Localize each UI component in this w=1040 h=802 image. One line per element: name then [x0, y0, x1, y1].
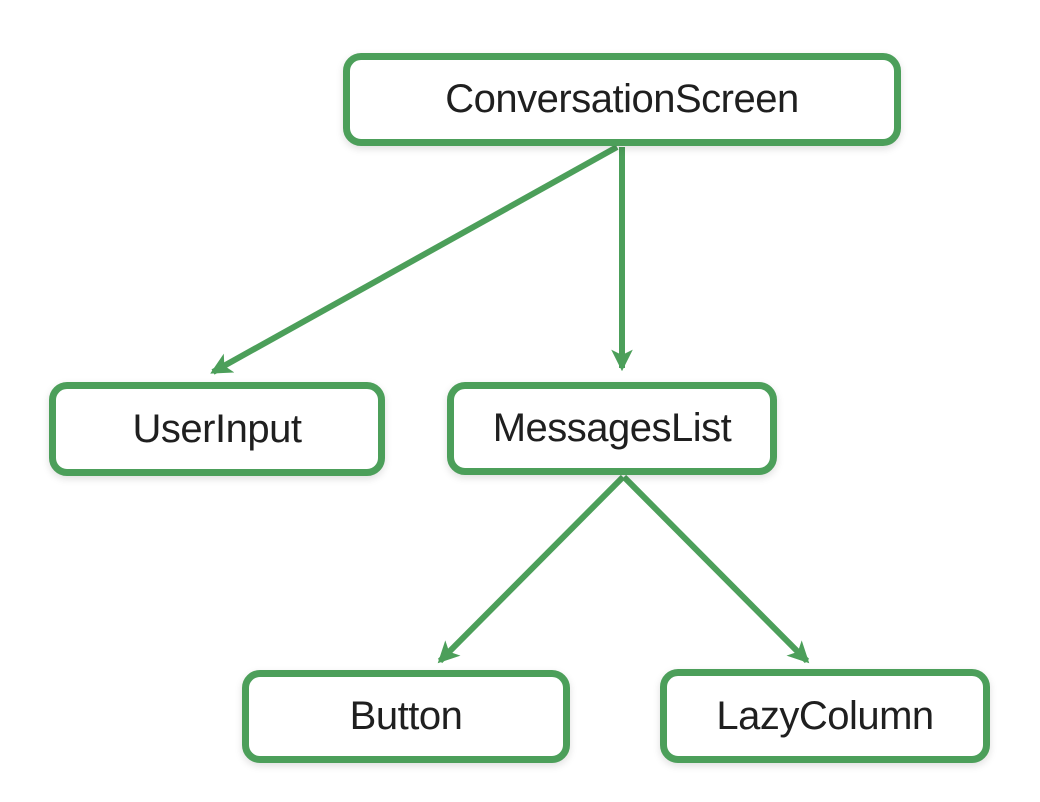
node-messageslist: MessagesList: [447, 382, 777, 475]
node-conversationscreen-label: ConversationScreen: [445, 77, 799, 121]
node-lazycolumn: LazyColumn: [660, 669, 990, 763]
node-userinput: UserInput: [49, 382, 385, 476]
node-button-label: Button: [349, 694, 463, 738]
edge-conversationscreen-userinput: [210, 144, 619, 375]
edge-messageslist-lazycolumn: [621, 474, 810, 664]
node-messageslist-label: MessagesList: [492, 406, 732, 450]
node-button: Button: [242, 670, 570, 763]
node-conversationscreen: ConversationScreen: [343, 53, 901, 146]
node-userinput-label: UserInput: [132, 406, 302, 451]
node-lazycolumn-label: LazyColumn: [716, 693, 934, 738]
edge-messageslist-button: [437, 474, 626, 664]
